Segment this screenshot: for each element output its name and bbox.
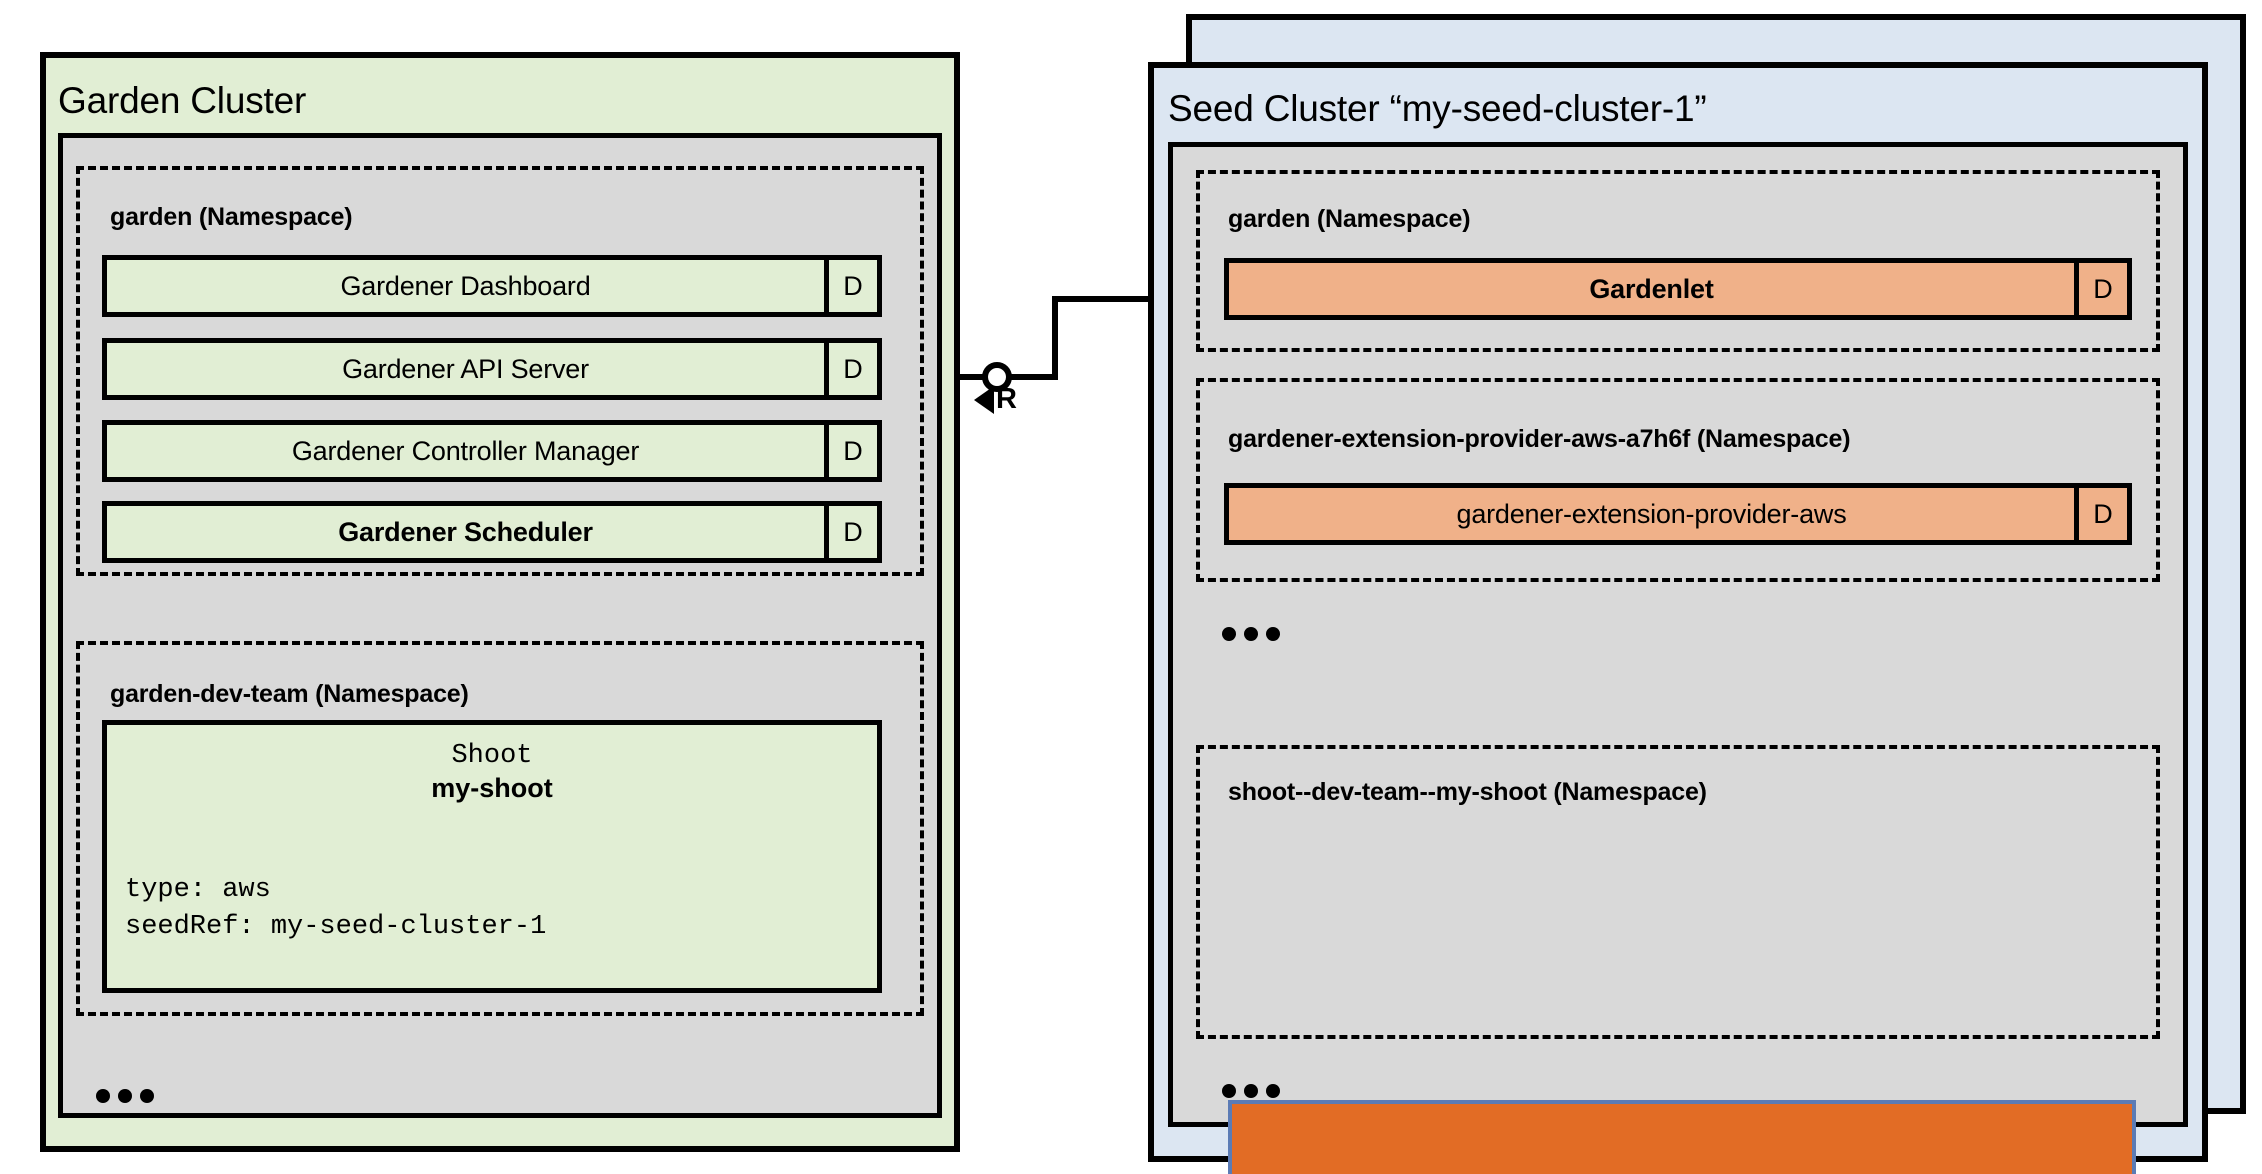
- workload-label: Gardenlet: [1589, 273, 1714, 304]
- connector-segment-horizontal-right: [1052, 296, 1232, 302]
- seed-namespace-shoot-dev-team-my-shoot: [1196, 745, 2160, 1039]
- garden-namespace-garden: [76, 166, 924, 576]
- workload-kind-badge: D: [2074, 263, 2127, 315]
- connector-segment-horizontal-mid: [1010, 374, 1058, 380]
- shoot-cluster-control-plane[interactable]: Shoot Cluster Control Plane: [1228, 1100, 2136, 1174]
- garden-cluster-more-ellipsis: [96, 1089, 154, 1103]
- workload-kind-badge: D: [2074, 488, 2127, 540]
- garden-namespace-garden-dev-team: [76, 641, 924, 1016]
- shoot-resource-field-type: type: aws: [125, 875, 271, 906]
- workload-kind-badge: D: [824, 343, 877, 395]
- seed-namespace-extension-provider-aws-title: gardener-extension-provider-aws-a7h6f (N…: [1228, 425, 1851, 453]
- seed-namespace-garden-title: garden (Namespace): [1228, 205, 1471, 233]
- garden-cluster-title: Garden Cluster: [58, 80, 307, 121]
- seed-cluster-title: Seed Cluster “my-seed-cluster-1”: [1168, 88, 1707, 129]
- workload-label: Gardener API Server: [342, 353, 589, 384]
- shoot-resource-kind: Shoot: [451, 741, 533, 771]
- connector-required-interface-letter: R: [996, 383, 1017, 415]
- workload-label: Gardener Dashboard: [340, 270, 591, 301]
- connector-segment-horizontal-left: [960, 374, 984, 380]
- workload-gardenlet[interactable]: Gardenlet D: [1224, 258, 2132, 320]
- workload-gardener-controller-manager[interactable]: Gardener Controller Manager D: [102, 420, 882, 482]
- workload-kind-badge: D: [824, 425, 877, 477]
- shoot-resource-card[interactable]: Shoot my-shoot type: aws seedRef: my-see…: [102, 720, 882, 993]
- seed-namespace-extension-provider-aws: [1196, 378, 2160, 582]
- seed-namespace-shoot-dev-team-my-shoot-title: shoot--dev-team--my-shoot (Namespace): [1228, 778, 1707, 806]
- workload-kind-badge: D: [824, 260, 877, 312]
- seed-namespace-garden: [1196, 170, 2160, 352]
- workload-gardener-scheduler[interactable]: Gardener Scheduler D: [102, 501, 882, 563]
- shoot-resource-name: my-shoot: [431, 773, 553, 804]
- shoot-resource-field-seedref: seedRef: my-seed-cluster-1: [125, 911, 547, 942]
- garden-namespace-garden-title: garden (Namespace): [110, 203, 353, 231]
- connector-socket-icon: [982, 362, 1012, 392]
- garden-namespace-garden-dev-team-title: garden-dev-team (Namespace): [110, 680, 469, 708]
- workload-label: Gardener Controller Manager: [291, 435, 640, 466]
- connector-arrow-icon: [974, 386, 994, 414]
- seed-cluster-middle-ellipsis: [1222, 627, 1280, 641]
- connector-segment-vertical: [1052, 296, 1058, 380]
- workload-gardener-dashboard[interactable]: Gardener Dashboard D: [102, 255, 882, 317]
- workload-label: gardener-extension-provider-aws: [1456, 498, 1847, 529]
- workload-gardener-api-server[interactable]: Gardener API Server D: [102, 338, 882, 400]
- workload-kind-badge: D: [824, 506, 877, 558]
- workload-gardener-extension-provider-aws[interactable]: gardener-extension-provider-aws D: [1224, 483, 2132, 545]
- seed-cluster-bottom-ellipsis: [1222, 1084, 1280, 1098]
- workload-label: Gardener Scheduler: [338, 516, 593, 547]
